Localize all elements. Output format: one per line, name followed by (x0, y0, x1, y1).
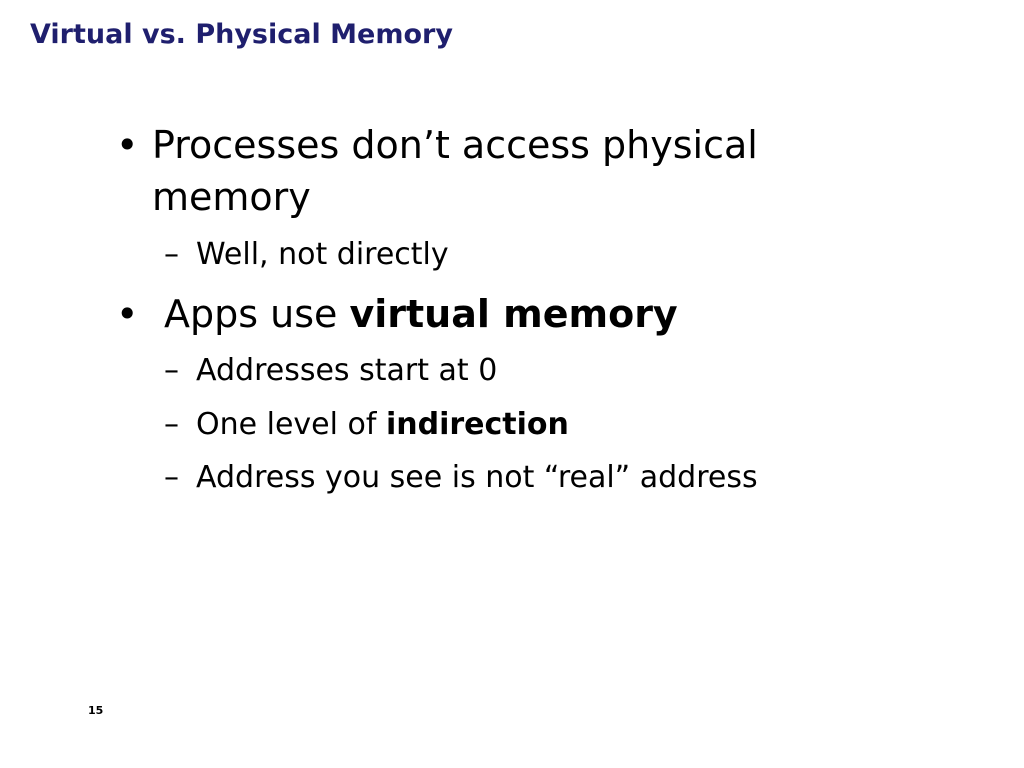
sub-bullet-text: Well, not directly (196, 237, 449, 272)
sub-bullet-item: –Addresses start at 0 (164, 351, 864, 391)
bullet-text: Processes don’t access physical memory (152, 123, 758, 219)
sub-bullet-marker: – (164, 237, 179, 272)
bullet-text: Apps use (164, 292, 350, 336)
sub-bullet-marker: – (164, 353, 179, 388)
bullet-marker: • (116, 292, 139, 336)
sub-bullet-bold-text: indirection (385, 407, 569, 442)
sub-bullet-item: –Well, not directly (164, 235, 864, 275)
sub-bullet-text: Address you see is not “real” address (196, 460, 758, 495)
bullet-item: • Processes don’t access physical memory (116, 119, 836, 223)
sub-bullet-item: –Address you see is not “real” address (164, 458, 864, 498)
bullet-bold-text: virtual memory (349, 292, 678, 336)
bullet-marker: • (116, 123, 139, 167)
sub-bullet-text: Addresses start at 0 (196, 353, 498, 388)
sub-bullet-marker: – (164, 460, 179, 495)
bullet-item: • Apps use virtual memory (116, 288, 836, 340)
sub-bullet-text: One level of (196, 407, 386, 442)
sub-bullet-item: –One level of indirection (164, 405, 864, 445)
sub-bullet-marker: – (164, 407, 179, 442)
slide-title: Virtual vs. Physical Memory (30, 19, 453, 50)
page-number: 15 (88, 704, 104, 717)
